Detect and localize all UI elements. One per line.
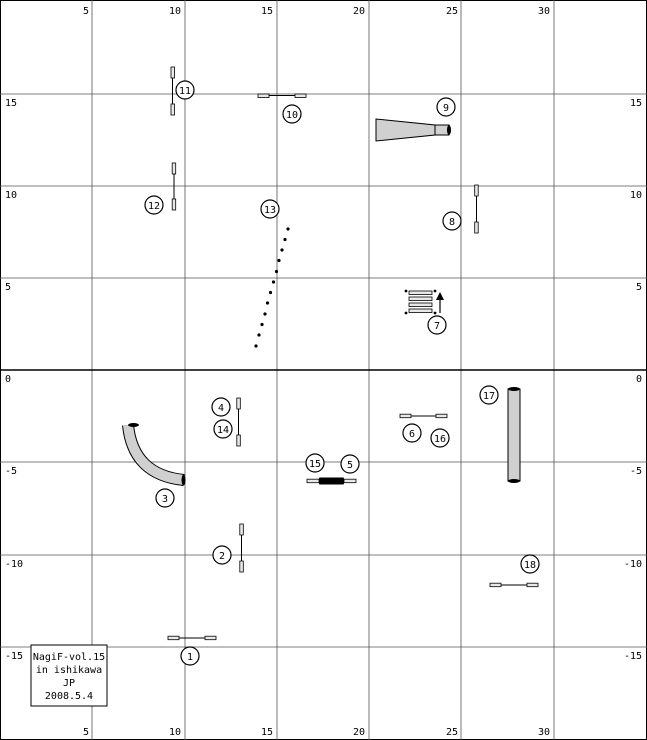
course-info-box: NagiF-vol.15 in ishikawa JP 2008.5.4 (30, 644, 108, 707)
tire-jump-obstacle (306, 477, 357, 485)
weave-poles-obstacle (254, 227, 290, 348)
y-label-left: -10 (5, 559, 23, 570)
number-marker-label: 7 (434, 321, 440, 332)
x-label-top: 20 (353, 6, 365, 17)
y-label-right: 0 (636, 374, 642, 385)
number-marker-label: 17 (483, 391, 495, 402)
y-label-right: -15 (624, 651, 642, 662)
x-label-bottom: 20 (353, 727, 365, 738)
y-label-left: 0 (5, 374, 11, 385)
platform-obstacle (404, 289, 437, 315)
jump-obstacle (236, 397, 241, 447)
number-marker-label: 14 (217, 425, 229, 436)
curved-tunnel-obstacle (122, 423, 186, 486)
x-label-top: 25 (446, 6, 458, 17)
number-marker-label: 3 (162, 494, 168, 505)
number-marker: 12 (144, 195, 164, 215)
number-marker: 9 (436, 97, 456, 117)
y-label-right: 5 (636, 282, 642, 293)
number-marker-label: 16 (434, 434, 446, 445)
number-marker-label: 8 (449, 217, 455, 228)
number-marker: 8 (442, 211, 462, 231)
y-label-left: -15 (5, 651, 23, 662)
number-marker-label: 12 (148, 201, 160, 212)
number-marker-label: 1 (187, 652, 193, 663)
number-marker-label: 10 (286, 110, 298, 121)
info-line-title: NagiF-vol.15 (33, 652, 105, 663)
x-label-bottom: 5 (83, 727, 89, 738)
number-marker: 18 (520, 554, 540, 574)
chute-tunnel-obstacle (375, 118, 451, 142)
jump-obstacle (171, 162, 177, 211)
x-label-bottom: 10 (169, 727, 181, 738)
y-axis-labels-left: 15 10 5 0 -5 -10 -15 (5, 98, 23, 662)
number-marker: 11 (175, 80, 195, 100)
number-marker-label: 6 (409, 429, 415, 440)
y-label-right: 15 (630, 98, 642, 109)
x-label-bottom: 25 (446, 727, 458, 738)
number-marker: 10 (282, 104, 302, 124)
number-marker: 16 (430, 428, 450, 448)
jump-obstacle (489, 582, 539, 588)
number-marker-label: 9 (443, 103, 449, 114)
jump-obstacle (239, 523, 244, 573)
number-marker: 3 (155, 488, 175, 508)
number-marker-label: 13 (264, 205, 276, 216)
info-line-country: JP (63, 678, 75, 689)
x-label-top: 5 (83, 6, 89, 17)
jump-obstacle (170, 66, 175, 116)
info-line-date: 2008.5.4 (45, 691, 93, 702)
number-marker: 6 (402, 423, 422, 443)
number-marker-label: 4 (218, 403, 224, 414)
number-marker-label: 18 (524, 560, 536, 571)
obstacle-number-markers: 11 10 9 12 13 8 7 17 (144, 80, 540, 666)
number-marker: 14 (213, 419, 233, 439)
number-marker-label: 5 (347, 460, 353, 471)
y-label-left: -5 (5, 466, 17, 477)
info-line-location: in ishikawa (36, 665, 102, 676)
number-marker-label: 11 (179, 86, 191, 97)
number-marker-label: 2 (219, 551, 225, 562)
y-label-left: 5 (5, 282, 11, 293)
number-marker: 1 (180, 646, 200, 666)
number-marker-label: 15 (309, 459, 321, 470)
straight-tunnel-obstacle (507, 387, 521, 483)
x-axis-labels-bottom: 5 10 15 20 25 30 (83, 727, 550, 738)
x-label-top: 15 (261, 6, 273, 17)
direction-arrow-icon (436, 292, 444, 313)
x-label-top: 30 (538, 6, 550, 17)
number-marker: 4 (211, 397, 231, 417)
info-box-border (30, 644, 108, 707)
number-marker: 7 (427, 315, 447, 335)
jump-obstacle (167, 635, 217, 641)
x-label-bottom: 30 (538, 727, 550, 738)
x-label-bottom: 15 (261, 727, 273, 738)
y-label-right: -5 (630, 466, 642, 477)
y-axis-labels-right: 15 10 5 0 -5 -10 -15 (624, 98, 642, 662)
x-label-top: 10 (169, 6, 181, 17)
jump-obstacle (474, 184, 479, 234)
x-axis-labels-top: 5 10 15 20 25 30 (83, 6, 550, 17)
y-label-right: -10 (624, 559, 642, 570)
y-label-right: 10 (630, 190, 642, 201)
jump-obstacle (399, 413, 448, 419)
number-marker: 15 (305, 453, 325, 473)
jump-obstacle (257, 93, 307, 98)
number-marker: 2 (212, 545, 232, 565)
number-marker: 13 (260, 199, 280, 219)
y-label-left: 15 (5, 98, 17, 109)
number-marker: 5 (340, 454, 360, 474)
y-label-left: 10 (5, 190, 17, 201)
number-marker: 17 (479, 385, 499, 405)
